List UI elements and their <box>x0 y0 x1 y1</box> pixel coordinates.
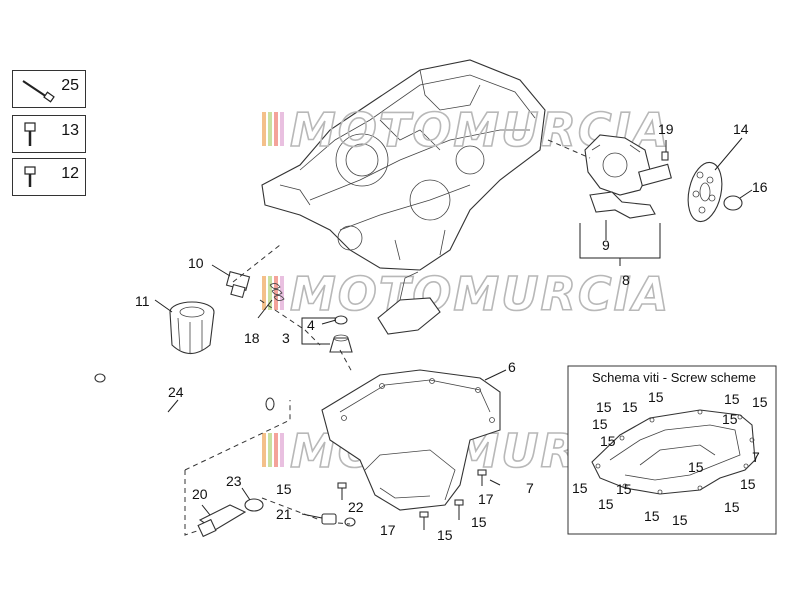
scheme-label-15: 15 <box>722 411 738 427</box>
group-bracket <box>579 220 661 266</box>
scheme-label-15: 15 <box>572 480 588 496</box>
filter-fitting <box>225 270 251 299</box>
leader-line <box>167 399 179 413</box>
leader-line <box>321 319 337 325</box>
o-ring <box>723 195 743 211</box>
oil-filter <box>169 301 215 355</box>
legend-number: 25 <box>61 77 79 94</box>
scheme-label-15: 15 <box>688 459 704 475</box>
scheme-label-15: 15 <box>644 508 660 524</box>
label-16: 16 <box>752 179 768 195</box>
pump-gasket <box>589 191 656 219</box>
screw-scheme-panel: Schema viti - Screw scheme 15 15 15 15 1… <box>567 365 777 535</box>
socket-screw-icon <box>24 122 36 146</box>
crankcase <box>261 59 546 271</box>
scheme-label-15: 15 <box>724 391 740 407</box>
oil-pipe <box>94 373 275 433</box>
label-24: 24 <box>168 384 184 400</box>
label-11: 11 <box>135 293 150 309</box>
scheme-label-15: 15 <box>600 433 616 449</box>
scheme-label-7: 7 <box>752 449 760 465</box>
scheme-label-15: 15 <box>672 512 688 528</box>
watermark-logo: MOTOMURCIA <box>262 266 670 322</box>
oil-sump <box>321 369 501 511</box>
leader-dash <box>547 139 591 159</box>
scheme-label-15: 15 <box>598 496 614 512</box>
scheme-label-15: 15 <box>752 394 768 410</box>
screw-scheme-title: Schema viti - Screw scheme <box>592 370 756 385</box>
pump-gear <box>687 161 723 223</box>
drain-plug <box>321 513 356 527</box>
pressure-valve <box>269 283 285 301</box>
label-18: 18 <box>244 330 260 346</box>
leader-line <box>257 299 273 319</box>
oil-pickup <box>377 271 441 335</box>
label-23: 23 <box>226 473 242 489</box>
long-bolt-icon <box>22 80 55 103</box>
label-9: 9 <box>602 237 610 253</box>
sump-bolts <box>337 469 487 530</box>
assembly-dashes <box>184 244 353 536</box>
legend-number: 12 <box>61 165 79 182</box>
scheme-label-15: 15 <box>592 416 608 432</box>
label-10: 10 <box>188 255 204 271</box>
leader-line <box>301 334 330 345</box>
label-15: 15 <box>471 514 487 530</box>
oil-pump <box>584 134 672 196</box>
scheme-label-15: 15 <box>740 476 756 492</box>
scheme-label-15: 15 <box>622 399 638 415</box>
label-6: 6 <box>508 359 516 375</box>
scheme-label-15: 15 <box>596 399 612 415</box>
label-19: 19 <box>658 121 674 137</box>
label-17: 17 <box>478 491 494 507</box>
label-22: 22 <box>348 499 364 515</box>
leader-line <box>739 189 753 199</box>
leader-line <box>154 299 173 313</box>
label-20: 20 <box>192 486 208 502</box>
watermark-text: MOTOMURCIA <box>290 267 670 321</box>
label-3: 3 <box>282 330 290 346</box>
label-15: 15 <box>437 527 453 543</box>
label-7: 7 <box>526 480 534 496</box>
label-8: 8 <box>622 272 630 288</box>
leader-line <box>301 317 336 334</box>
label-4: 4 <box>307 317 315 333</box>
label-14: 14 <box>733 121 749 137</box>
short-screw-icon <box>24 166 36 187</box>
leader-line <box>484 369 507 381</box>
label-21: 21 <box>276 506 292 522</box>
leader-line <box>241 487 251 501</box>
label-17: 17 <box>380 522 396 538</box>
leader-line <box>211 264 231 277</box>
legend-box-25: 25 <box>12 70 86 108</box>
oil-sensor <box>197 498 264 538</box>
label-15: 15 <box>276 481 292 497</box>
scheme-label-15: 15 <box>616 481 632 497</box>
leader-line <box>489 479 501 486</box>
legend-box-12: 12 <box>12 158 86 196</box>
scheme-label-15: 15 <box>648 389 664 405</box>
dowel-pin <box>661 151 669 161</box>
leader-line <box>201 504 211 516</box>
legend-number: 13 <box>61 122 79 139</box>
legend-box-13: 13 <box>12 115 86 153</box>
scheme-label-15: 15 <box>724 499 740 515</box>
leader-line <box>714 137 743 171</box>
oil-strainer <box>329 315 353 353</box>
